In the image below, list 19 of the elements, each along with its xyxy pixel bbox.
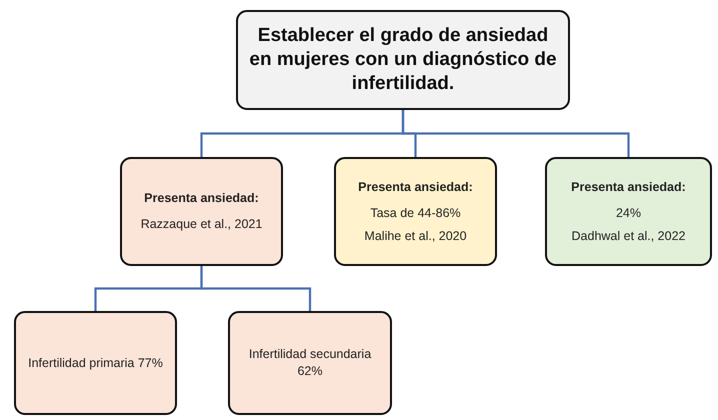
box-text: Malihe et al., 2020 [364, 228, 467, 244]
result-box [228, 311, 392, 415]
box-heading: Presenta ansiedad: [144, 190, 259, 207]
box-text: Tasa de 44-86% [370, 204, 461, 222]
box-text: Infertilidad secundaria 62% [248, 346, 372, 380]
box-text: Razzaque et al., 2021 [140, 216, 262, 233]
connector-line [402, 110, 630, 157]
connector-line [200, 266, 312, 311]
result-box [14, 311, 177, 415]
box-text: 24% [616, 204, 642, 222]
box-text: Dadhwal et al., 2022 [572, 228, 686, 244]
box-text: Infertilidad primaria 77% [28, 354, 163, 372]
goal-box [236, 10, 570, 110]
finding-box [334, 157, 497, 266]
finding-box [545, 157, 712, 266]
box-text: Establecer el grado de ansiedad en mujeres con un diagnóstico de infertilidad. [248, 24, 558, 96]
box-heading: Presenta ansiedad: [358, 178, 473, 196]
finding-box [120, 157, 283, 266]
box-heading: Presenta ansiedad: [571, 178, 686, 196]
